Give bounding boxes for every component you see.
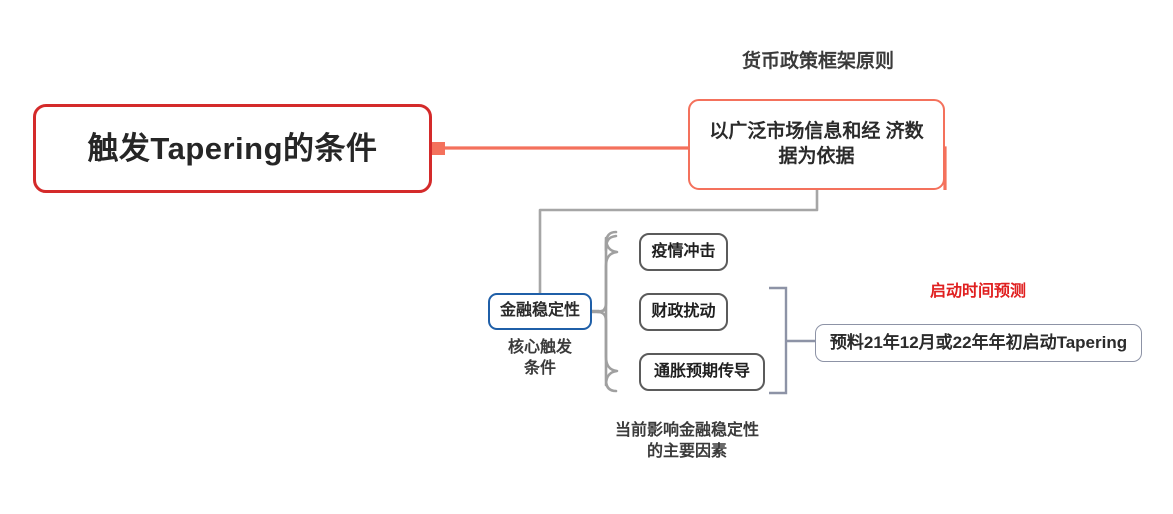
caption-core-trigger-condition: 核心触发 条件	[507, 339, 572, 377]
node-factor-fiscal-disturbance[interactable]: 财政扰动	[639, 293, 728, 331]
node-root-trigger-conditions[interactable]: 触发Tapering的条件	[33, 104, 432, 193]
node-factor-epidemic-shock[interactable]: 疫情冲击	[639, 233, 728, 271]
node-tapering-forecast[interactable]: 预料21年12月或22年年初启动Tapering	[815, 324, 1142, 362]
caption-launch-time-forecast: 启动时间预测	[929, 283, 1026, 300]
node-financial-stability[interactable]: 金融稳定性	[488, 293, 592, 330]
connector-factors-to-forecast	[769, 286, 815, 395]
node-factor-inflation-expectation[interactable]: 通胀预期传导	[639, 353, 765, 391]
node-policy-basis[interactable]: 以广泛市场信息和经 济数据为依据	[688, 99, 945, 190]
caption-policy-framework-principle: 货币政策框架原则	[741, 51, 894, 72]
arrowhead-icon	[432, 142, 445, 155]
caption-main-stability-factors: 当前影响金融稳定性 的主要因素	[614, 422, 759, 460]
